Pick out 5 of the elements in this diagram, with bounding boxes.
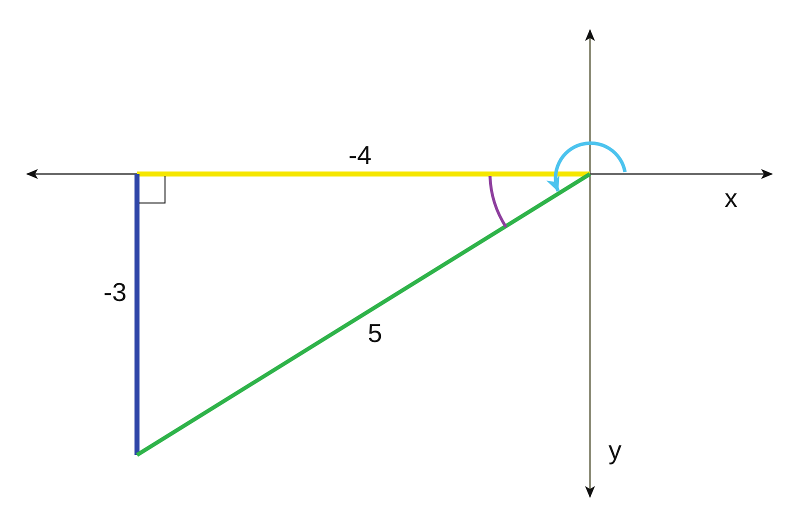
axis-label: x [724,185,738,211]
side-length-label: -4 [348,142,372,168]
side-length-label: -3 [103,279,127,305]
side-length-label: 5 [368,320,382,346]
axis-label: y [608,437,622,463]
